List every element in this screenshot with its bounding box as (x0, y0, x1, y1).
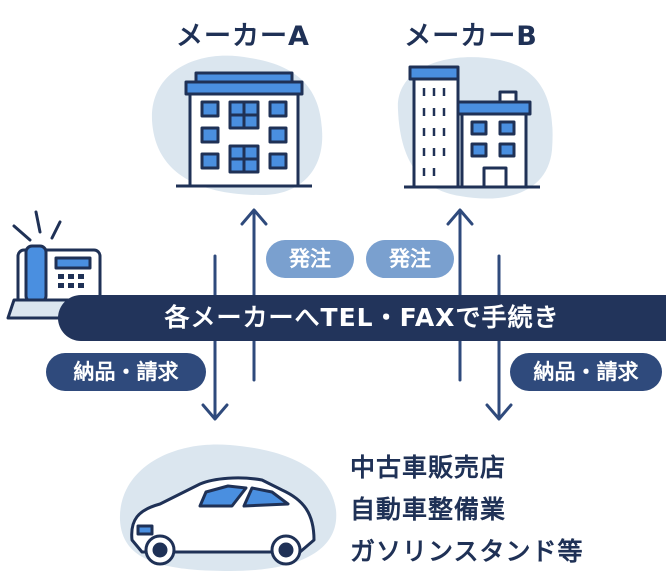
dealer-type-used-car: 中古車販売店 (350, 453, 507, 482)
order-label-right: 発注 (366, 240, 454, 278)
order-label-left: 発注 (266, 240, 354, 278)
office-building-icon (176, 71, 312, 188)
tel-fax-banner: 各メーカーへTEL・FAXで手続き (58, 295, 666, 341)
car-icon (130, 476, 316, 566)
dealer-type-gas-station: ガソリンスタンド等 (350, 537, 584, 566)
dealer-type-repair: 自動車整備業 (350, 495, 507, 524)
delivery-label-left: 納品・請求 (46, 353, 206, 391)
twin-building-icon (404, 65, 540, 189)
maker-a-title: メーカーA (176, 21, 310, 52)
delivery-label-right: 納品・請求 (510, 353, 662, 391)
maker-b-title: メーカーB (404, 21, 538, 52)
